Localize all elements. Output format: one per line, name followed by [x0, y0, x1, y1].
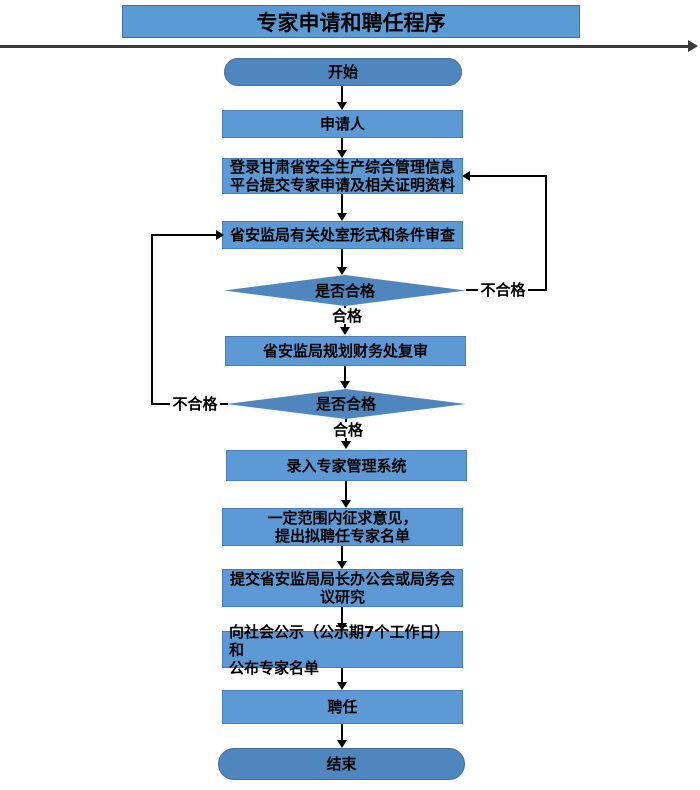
- arrowhead-decision2-entry-icon: [341, 441, 351, 449]
- connector-start-applicant: [341, 86, 343, 102]
- connector-fail1-vertical: [545, 175, 547, 291]
- flow-node-start: 开始: [224, 58, 462, 86]
- arrowhead-review2-decision2-icon: [340, 381, 350, 389]
- edge-label-fail-2: 不合格: [170, 396, 220, 412]
- flow-node-submit-meeting: 提交省安监局局长办公会或局务会 议研究: [222, 569, 463, 607]
- flow-node-public-announcement: 向社会公示（公示期7个工作日）和 公布专家名单: [222, 623, 463, 677]
- flow-node-end: 结束: [218, 748, 465, 780]
- flow-node-system-entry: 录入专家管理系统: [226, 450, 467, 481]
- arrowhead-decision1-review2-icon: [340, 327, 350, 335]
- connector-review1-decision1: [341, 249, 343, 267]
- connector-appoint-end: [341, 724, 343, 740]
- connector-fail2-vertical: [151, 234, 153, 405]
- flow-node-login-platform: 登录甘肃省安全生产综合管理信息 平台提交专家申请及相关证明资料: [222, 158, 463, 194]
- flow-node-decision-qualified-2: 是否合格: [226, 389, 466, 419]
- flow-node-format-review: 省安监局有关处室形式和条件审查: [222, 221, 463, 249]
- flow-node-decision-qualified-1: 是否合格: [224, 275, 466, 306]
- flow-node-consult-opinions: 一定范围内征求意见， 提出拟聘任专家名单: [222, 508, 463, 546]
- arrowhead-consult-submit-icon: [337, 561, 347, 569]
- connector-fail2-return: [152, 234, 216, 236]
- arrowhead-fail1-login-icon: [462, 171, 470, 181]
- arrowhead-publicity-appoint-icon: [337, 682, 347, 690]
- connector-entry-consult: [345, 481, 347, 500]
- flow-node-finance-review: 省安监局规划财务处复审: [225, 336, 466, 366]
- connector-applicant-login: [341, 138, 343, 151]
- connector-login-review1: [341, 194, 343, 213]
- arrowhead-submit-publicity-icon: [337, 623, 347, 631]
- connector-consult-submit: [341, 546, 343, 561]
- connector-review2-decision2: [344, 366, 346, 381]
- top-divider-line: [0, 45, 690, 48]
- connector-publicity-appoint: [341, 668, 343, 682]
- connector-fail1-return: [470, 175, 547, 177]
- arrowhead-appoint-end-icon: [337, 740, 347, 748]
- arrowhead-applicant-login-icon: [337, 150, 347, 158]
- arrowhead-review1-decision1-icon: [337, 267, 347, 275]
- edge-label-pass-2: 合格: [331, 421, 365, 439]
- edge-label-pass-1: 合格: [330, 307, 364, 325]
- arrowhead-fail2-review1-icon: [216, 230, 224, 240]
- arrowhead-entry-consult-icon: [341, 500, 351, 508]
- divider-arrow-right-icon: [688, 40, 698, 52]
- edge-label-fail-1: 不合格: [478, 282, 528, 298]
- connector-submit-publicity: [341, 607, 343, 623]
- arrowhead-login-review1-icon: [337, 213, 347, 221]
- flow-node-applicant: 申请人: [222, 110, 463, 138]
- arrowhead-start-applicant-icon: [337, 102, 347, 110]
- flow-node-appointment: 聘任: [222, 690, 463, 724]
- page-title: 专家申请和聘任程序: [122, 5, 580, 38]
